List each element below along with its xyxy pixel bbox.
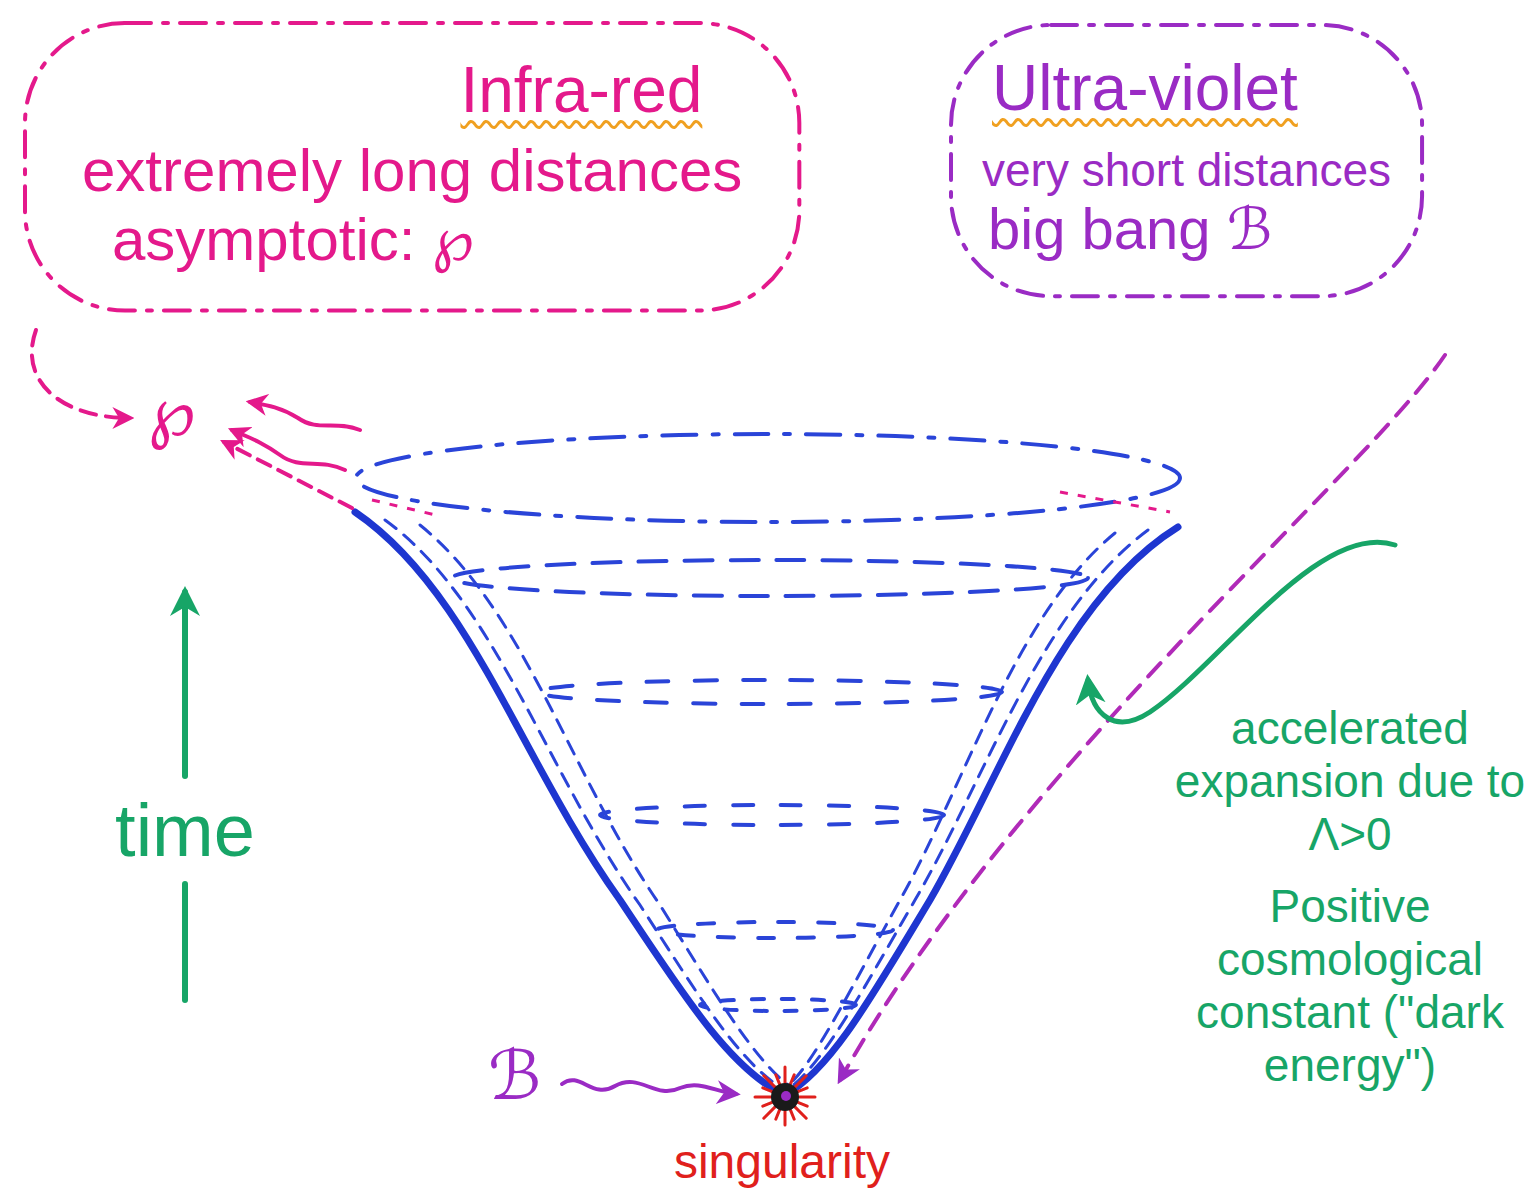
singularity-dot [771,1083,799,1111]
bubble-border [25,23,799,311]
funnel-slice [657,922,893,938]
axis-label: time [115,788,255,873]
bubble-border [951,25,1422,296]
pointer-arrow [250,402,360,430]
bubble-text: asymptotic: ℘ [112,205,742,274]
funnel-side [355,512,785,1095]
arrow-shaft [182,592,188,776]
pointer-arrow [1088,542,1395,722]
funnel-slices [356,434,1180,1011]
bubble-text: big bang ℬ [988,196,1391,263]
symbol-label: ℘ [148,372,195,450]
arrow-shaft [182,884,188,1000]
bubble-tail [32,330,130,418]
hatch-line [790,530,1148,1088]
funnel-slice [700,999,856,1011]
annotation: Positive cosmological constant ("dark en… [1170,880,1530,1092]
rim-mark [372,500,440,516]
funnel-slice [452,560,1088,596]
symbol-label: ℬ [488,1036,541,1114]
speech-bubble: Ultra-violet very short distancesbig bang… [948,22,1425,299]
funnel-rim [356,434,1180,522]
rim-marks [372,492,1170,516]
funnel-outline [355,512,1178,1095]
speech-bubble: Infra-red extremely long distancesasympto… [22,20,802,314]
funnel-slice [538,680,1002,704]
singularity-core [781,1091,791,1101]
rim-mark [1060,492,1170,512]
bubble-heading: Infra-red [82,54,702,128]
rim-arrows [224,402,360,508]
bubble-text: extremely long distances [82,136,742,205]
singularity-symbol [755,1067,815,1125]
pointer-arrow [224,442,352,508]
annotation: accelerated expansion due to Λ>0 [1170,702,1530,861]
pointer-arrow [232,430,345,470]
funnel-side [785,527,1178,1095]
pointer-arrow [562,1080,736,1094]
callout-label: singularity [674,1134,890,1189]
bubble-heading: Ultra-violet [992,52,1391,126]
singularity-rays [755,1067,815,1125]
funnel-slice [600,805,944,825]
bubble-text: very short distances [982,144,1391,197]
